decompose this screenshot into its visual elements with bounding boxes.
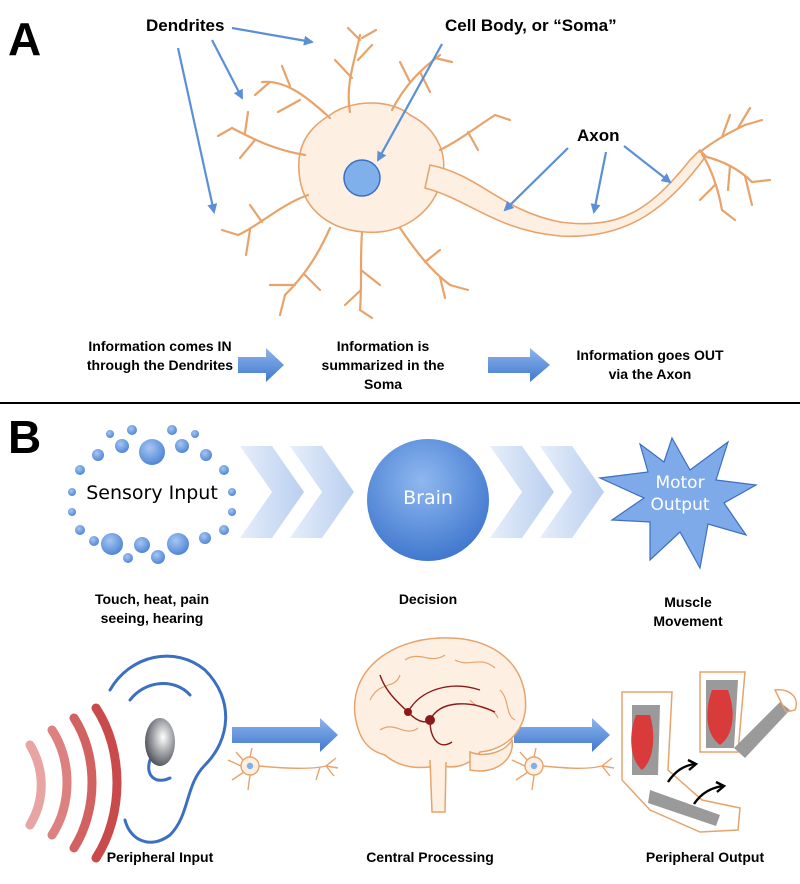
dendrite-pointer-arrow [211,39,243,100]
axon-pointer-arrow [623,145,672,184]
brain-anatomy-icon [353,637,527,813]
panel-divider [0,402,800,404]
chevron-shape [290,446,354,538]
label-pointer-arrows [176,26,672,214]
eardrum-shape [145,718,175,766]
flow-arrow-right [488,348,550,382]
flow-arrow-right [232,718,338,752]
brain-text: Brain [403,487,453,509]
soma-label: Cell Body, or “Soma” [445,16,617,35]
dendrites-label: Dendrites [146,16,225,35]
axon-pointer-arrow [590,151,608,214]
flow-step-soma: Information is summarized in the Soma [321,338,445,392]
sensory-input-dots [68,425,236,564]
small-neuron-icon [511,747,615,791]
soma-pointer-arrow [377,43,443,162]
muscle-caption: Muscle Movement [653,594,723,629]
panel-letter-b: B [8,411,42,463]
axon-label: Axon [577,126,620,145]
small-nucleus [530,762,538,770]
panel-letter-a: A [8,13,42,65]
motor-output-text: Motor Output [650,473,710,515]
neuron-dendrites [216,26,772,320]
dendrite-pointer-arrow [231,26,314,46]
chevron-shape [540,446,604,538]
flow-step-axon: Information goes OUT via the Axon [576,347,724,382]
brain-node [404,708,412,716]
arm-muscle-illustrations [621,671,797,833]
peripheral-output-label: Peripheral Output [645,849,765,865]
decision-caption: Decision [398,591,458,607]
central-processing-label: Central Processing [366,849,494,865]
chevron-shape [240,446,304,538]
chevron-shape [490,446,554,538]
dendrite-pointer-arrow [176,47,218,214]
ear-icon [108,654,228,844]
flow-step-dendrites: Information comes IN through the Dendrit… [86,338,234,373]
brain-folds [369,654,516,732]
brain-node [425,715,435,725]
movement-arrows [667,758,727,805]
sensory-caption: Touch, heat, pain seeing, hearing [94,591,210,626]
sensory-input-text: Sensory Input [86,482,218,504]
flow-arrow-right [238,348,284,382]
nucleus-circle [343,159,381,197]
motor-output-starburst [597,436,758,570]
brain-node-circle [367,439,489,561]
flow-arrow-right [514,718,610,752]
small-neuron-icon [227,747,339,791]
process-chevrons [240,446,604,538]
peripheral-input-label: Peripheral Input [106,849,214,865]
sound-waves-icon [25,703,122,863]
small-nucleus [246,762,254,770]
axon-pointer-arrow [503,147,569,212]
